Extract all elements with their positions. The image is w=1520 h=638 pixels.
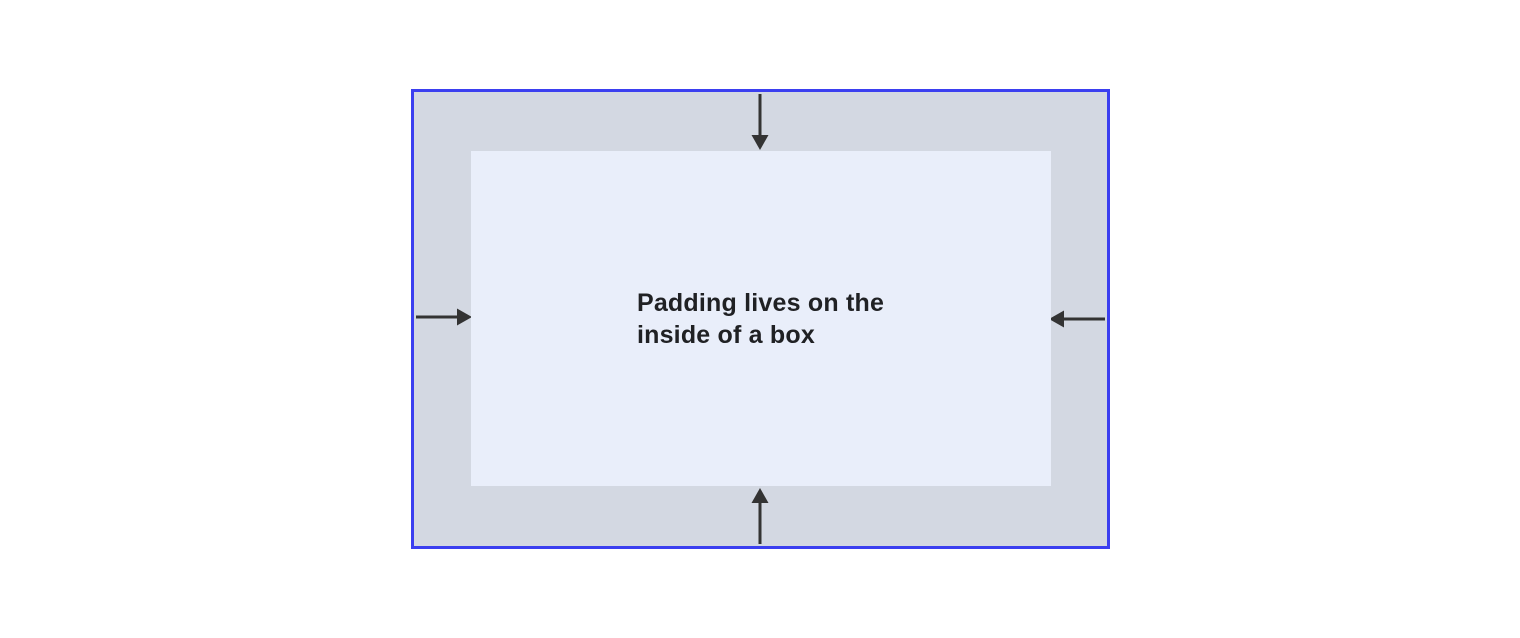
- padding-label-line2: inside of a box: [636, 320, 815, 349]
- content-box: Padding lives on the inside of a box: [470, 151, 1051, 486]
- arrow-right-icon: [415, 308, 472, 326]
- arrow-up-icon: [751, 488, 769, 544]
- padding-label: Padding lives on the inside of a box: [637, 287, 884, 351]
- padding-label-line1: Padding lives on the: [636, 288, 885, 317]
- padding-area-box: Padding lives on the inside of a box: [410, 89, 1110, 549]
- arrow-left-icon: [1048, 310, 1105, 328]
- arrow-down-icon: [751, 94, 769, 150]
